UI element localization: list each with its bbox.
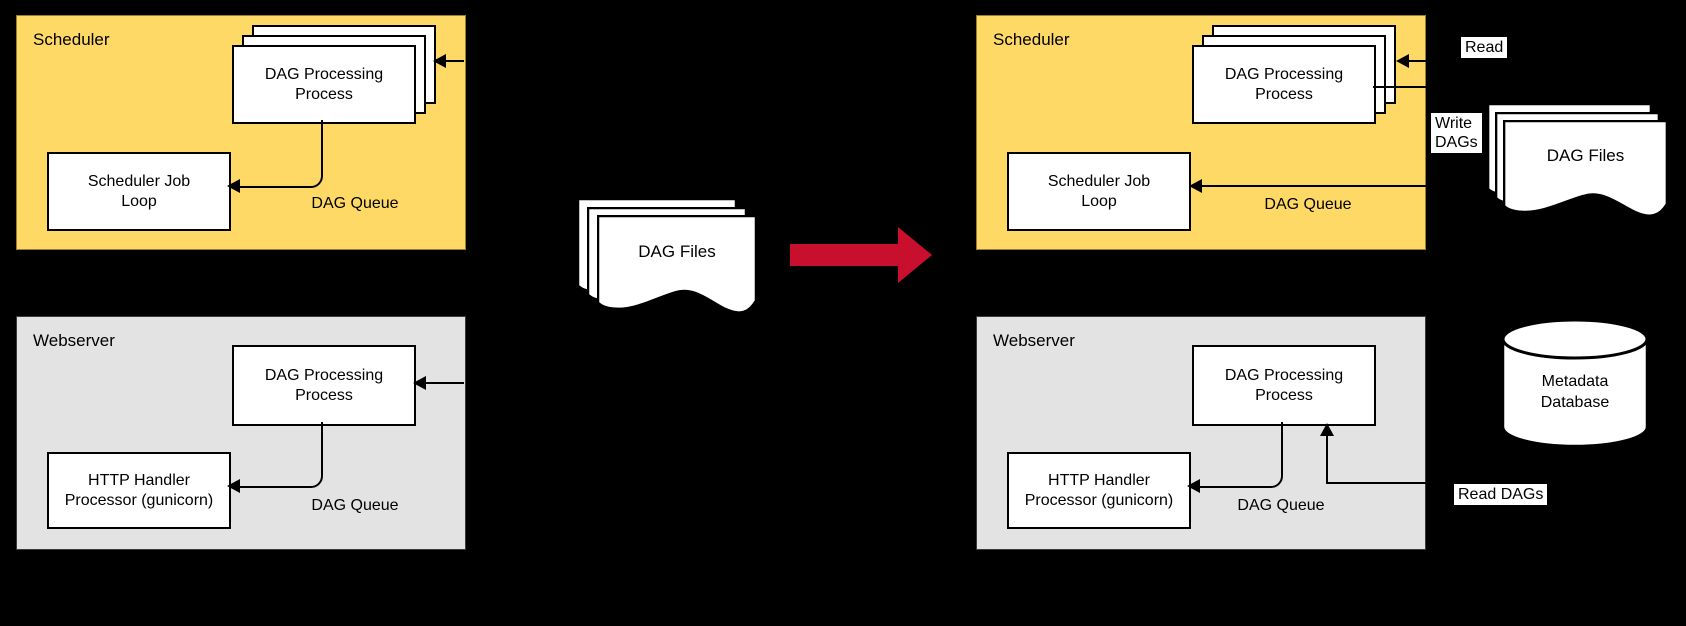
- dag-files-read-connector: [426, 382, 464, 384]
- read-chip: Read: [1461, 37, 1508, 59]
- arrowhead-left-icon: [1396, 54, 1409, 68]
- dag-queue-label: DAG Queue: [311, 195, 399, 212]
- database-cylinder-icon: [1501, 318, 1649, 448]
- dag-queue-label: DAG Queue: [311, 497, 399, 514]
- arrowhead-up-icon: [1320, 423, 1334, 436]
- dag-queue-connector: [1202, 185, 1428, 187]
- left-scheduler-dag-processing-box: DAG Processing Process: [232, 45, 416, 124]
- transform-arrow-icon: [898, 227, 932, 283]
- center-dag-files-label: DAG Files: [638, 242, 716, 261]
- read-dags-chip: Read DAGs: [1454, 484, 1548, 506]
- right-webserver-title: Webserver: [993, 331, 1075, 350]
- left-scheduler-job-loop-box: Scheduler Job Loop: [47, 152, 231, 231]
- arrowhead-left-icon: [433, 54, 446, 68]
- right-webserver-http-handler-box: HTTP Handler Processor (gunicorn): [1007, 452, 1191, 529]
- right-scheduler-job-loop-box: Scheduler Job Loop: [1007, 152, 1191, 231]
- left-scheduler-title: Scheduler: [33, 30, 110, 49]
- right-dag-files-label: DAG Files: [1546, 146, 1625, 165]
- dag-queue-connector: [239, 422, 323, 488]
- right-scheduler-title: Scheduler: [993, 30, 1070, 49]
- dag-file-page-icon: [597, 215, 757, 317]
- read-connector: [1409, 60, 1429, 62]
- right-webserver-dag-processing-box: DAG Processing Process: [1192, 345, 1376, 426]
- dag-queue-label: DAG Queue: [1264, 196, 1352, 213]
- metadata-database-label: Metadata Database: [1540, 373, 1610, 411]
- dag-queue-label: DAG Queue: [1237, 497, 1325, 514]
- arrowhead-left-icon: [227, 479, 240, 493]
- dag-queue-connector: [1199, 422, 1283, 488]
- dag-queue-connector: [239, 120, 323, 188]
- left-webserver-dag-processing-box: DAG Processing Process: [232, 345, 416, 426]
- read-dags-connector: [1326, 482, 1430, 484]
- left-webserver-http-handler-box: HTTP Handler Processor (gunicorn): [47, 452, 231, 529]
- read-dags-connector: [1326, 435, 1328, 484]
- arrowhead-left-icon: [1187, 479, 1200, 493]
- write-dags-connector: [1373, 86, 1428, 88]
- arrowhead-left-icon: [413, 376, 426, 390]
- arrowhead-left-icon: [227, 179, 240, 193]
- dag-file-page-icon: [1503, 120, 1668, 220]
- right-scheduler-dag-processing-box: DAG Processing Process: [1192, 45, 1376, 124]
- left-webserver-title: Webserver: [33, 331, 115, 350]
- arrowhead-left-icon: [1189, 179, 1202, 193]
- write-dags-chip: Write DAGs: [1431, 113, 1482, 154]
- transform-arrow-body: [790, 244, 898, 266]
- dag-files-read-connector: [446, 60, 464, 62]
